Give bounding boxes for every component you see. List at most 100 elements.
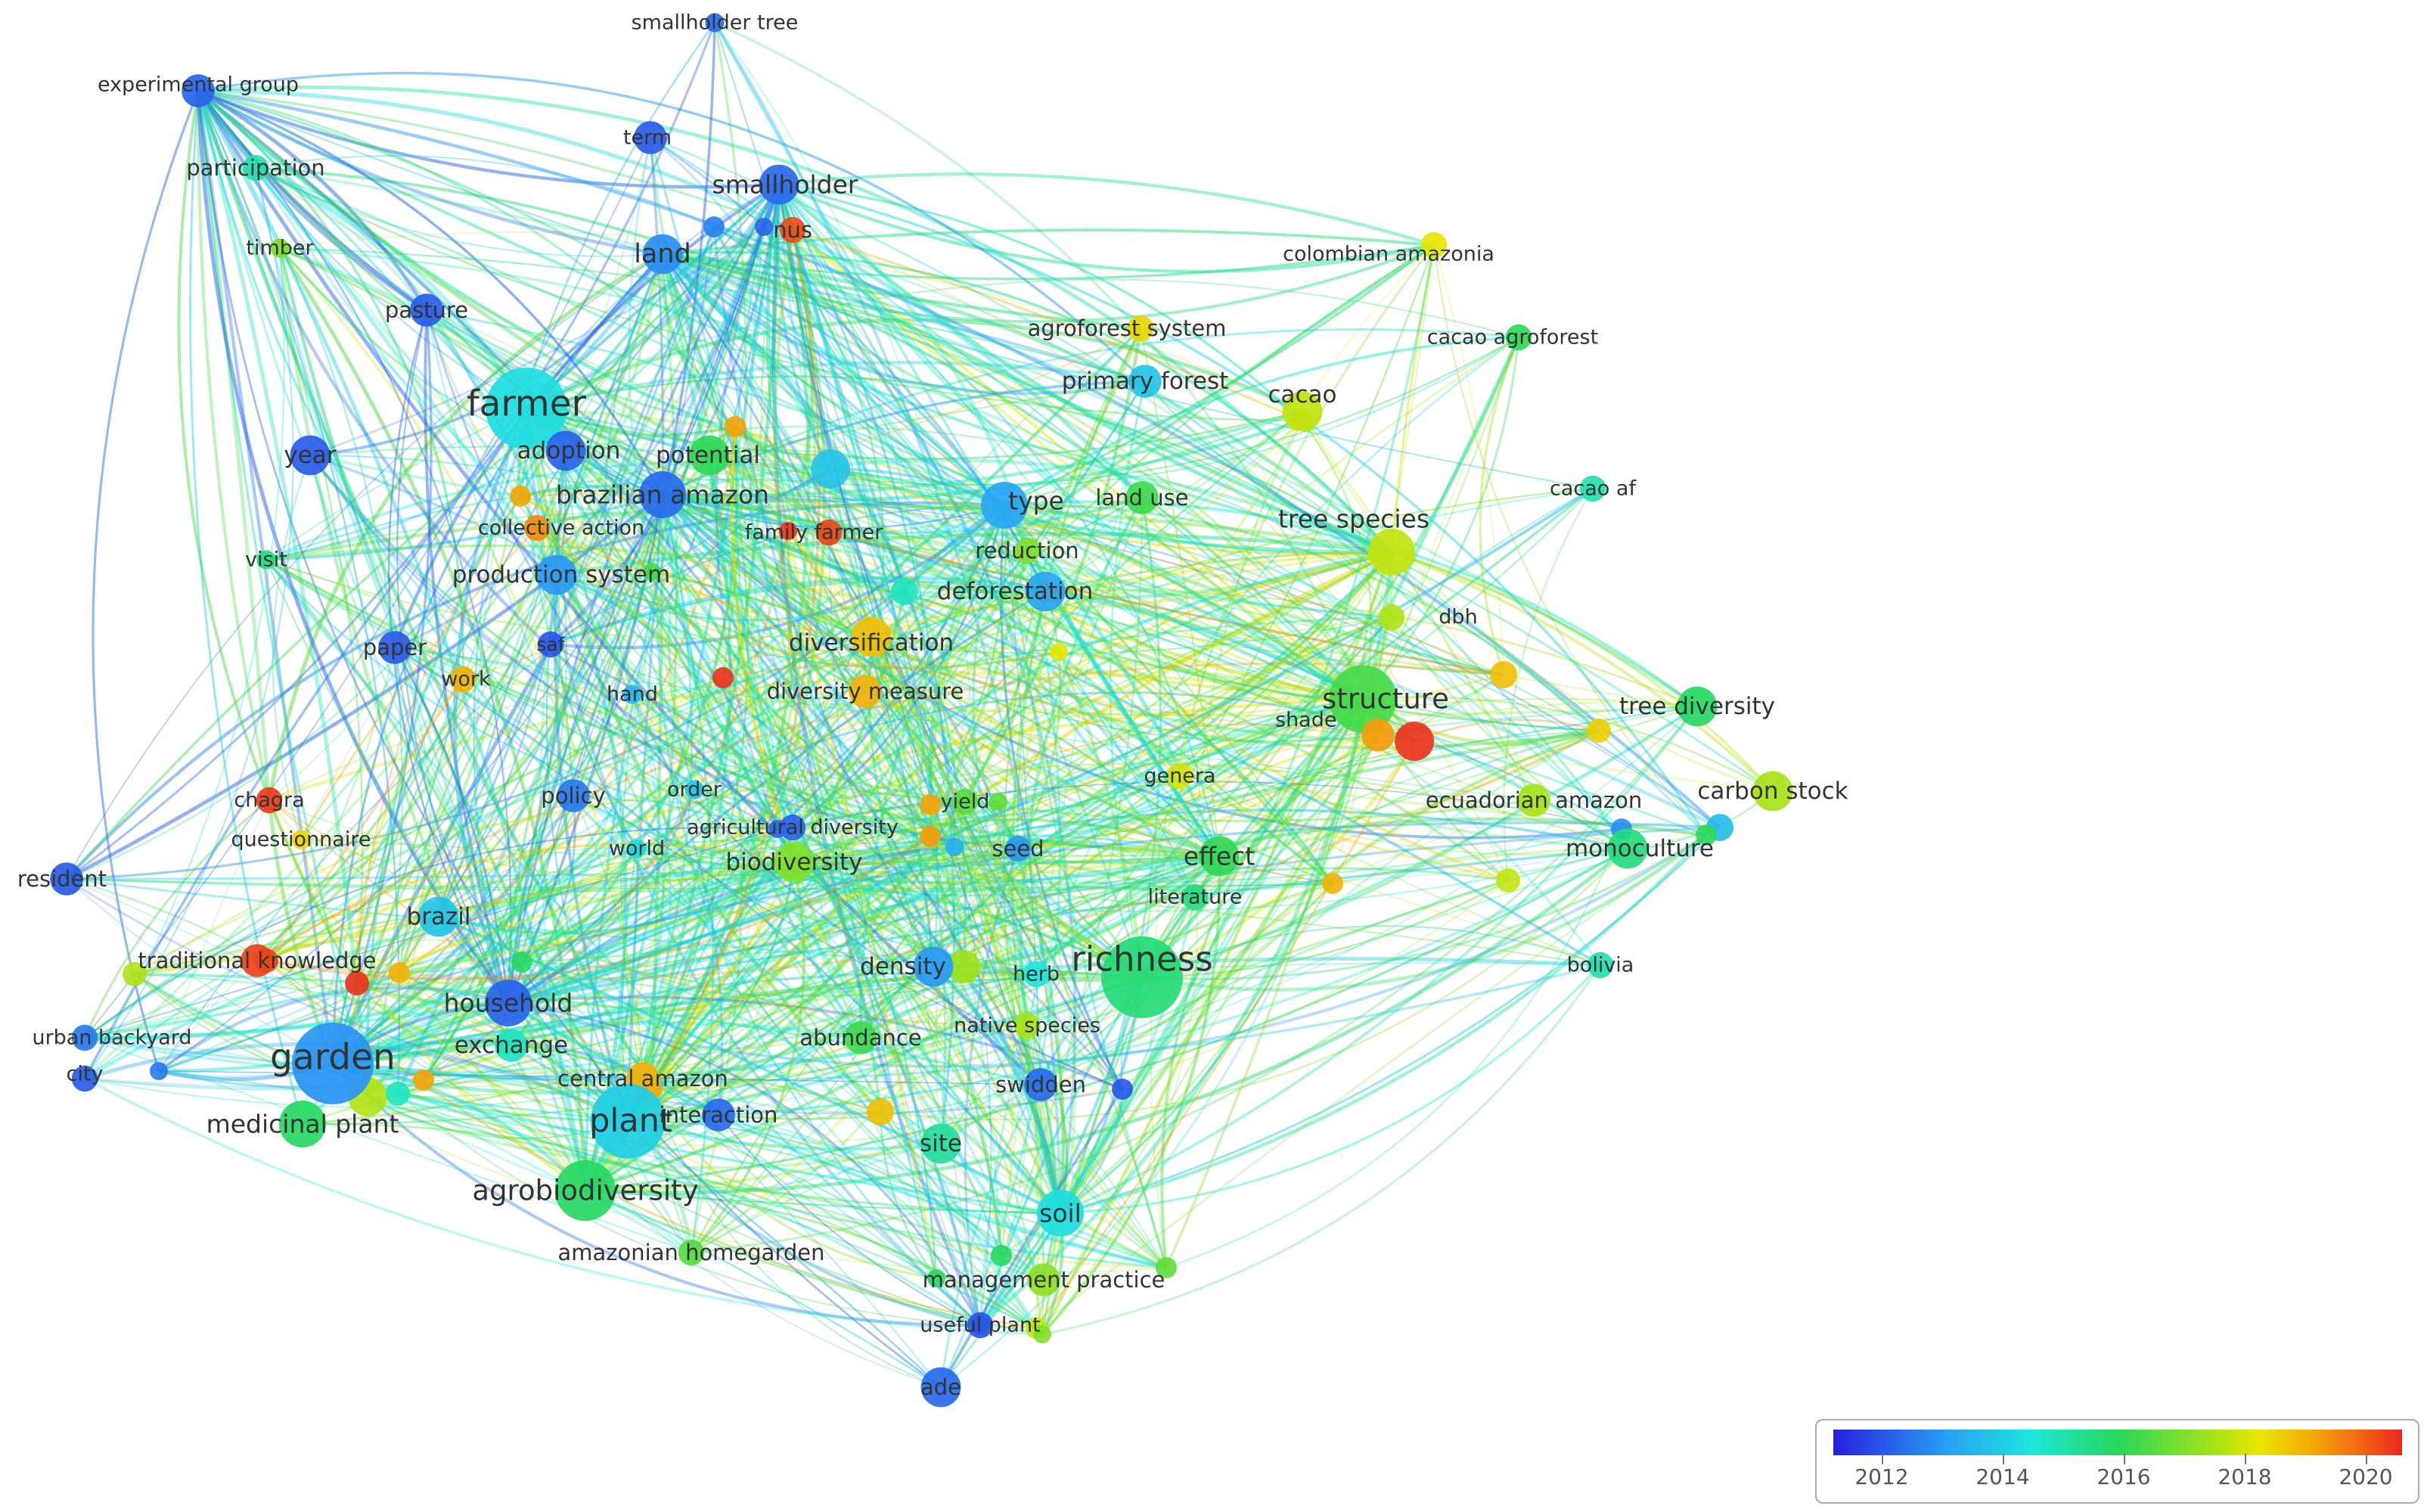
network-edge bbox=[662, 253, 1220, 857]
network-edge bbox=[1060, 826, 1721, 1215]
network-edge bbox=[777, 184, 1333, 884]
network-edge bbox=[627, 867, 1509, 1122]
node-label: useful plant bbox=[920, 1314, 1040, 1337]
network-edge bbox=[397, 846, 955, 1094]
network-edge bbox=[792, 229, 1622, 830]
network-edge bbox=[778, 172, 1435, 247]
network-edge bbox=[564, 450, 796, 863]
node-label: brazil bbox=[407, 903, 471, 930]
network-edge bbox=[197, 88, 663, 256]
network-edge bbox=[1016, 591, 1062, 849]
network-edge bbox=[793, 740, 1415, 864]
network-edge bbox=[585, 487, 1594, 1192]
node-tree-species bbox=[1368, 529, 1415, 576]
network-edge bbox=[397, 497, 1143, 1094]
network-node bbox=[920, 826, 941, 847]
network-edge bbox=[526, 407, 1303, 460]
node-reduction bbox=[1013, 537, 1041, 564]
network-edge bbox=[656, 494, 937, 1279]
node-label: agrobiodiversity bbox=[472, 1175, 698, 1207]
network-edge bbox=[66, 877, 1123, 1115]
node-label: urban backyard bbox=[32, 1026, 191, 1050]
network-edge bbox=[426, 309, 1364, 700]
network-edge bbox=[793, 673, 1504, 864]
network-edge bbox=[309, 454, 1220, 857]
node-work bbox=[449, 666, 476, 693]
network-edge bbox=[66, 877, 1143, 979]
network-edge bbox=[1141, 697, 1365, 979]
network-edge bbox=[265, 558, 588, 1191]
network-edge bbox=[573, 794, 938, 1279]
network-edge bbox=[1059, 896, 1196, 1215]
network-edge bbox=[1041, 964, 1602, 1336]
network-edge bbox=[662, 493, 1600, 732]
network-edge bbox=[507, 826, 1721, 1068]
network-edge bbox=[399, 826, 793, 974]
network-edge bbox=[636, 847, 1220, 885]
network-edge bbox=[332, 697, 1364, 1065]
network-edge bbox=[511, 328, 1142, 1047]
network-edge bbox=[930, 551, 1392, 838]
node-term bbox=[634, 121, 667, 154]
network-node bbox=[1112, 1079, 1133, 1100]
network-edge bbox=[565, 450, 866, 693]
network-edge bbox=[158, 705, 1698, 1073]
network-edge bbox=[549, 643, 795, 864]
network-edge bbox=[864, 487, 1594, 693]
network-edge bbox=[1060, 705, 1699, 1215]
network-edge bbox=[1003, 503, 1504, 677]
network-edge bbox=[585, 846, 956, 1192]
network-edge bbox=[331, 253, 664, 1064]
node-label: type bbox=[1008, 486, 1064, 516]
network-edge bbox=[300, 226, 715, 840]
network-edge bbox=[1004, 244, 1435, 507]
network-edge bbox=[196, 90, 370, 1098]
year-color-bar bbox=[1833, 1430, 2402, 1455]
network-edge bbox=[774, 229, 1062, 1215]
network-edge bbox=[870, 636, 1220, 858]
network-edge bbox=[1060, 834, 1708, 1215]
network-edge bbox=[718, 1113, 1002, 1256]
network-edge bbox=[511, 1044, 881, 1113]
network-edge bbox=[1479, 337, 1520, 675]
network-edge bbox=[300, 419, 1304, 841]
node-label: biodiversity bbox=[726, 849, 863, 876]
network-edge bbox=[871, 411, 1303, 638]
network-edge bbox=[267, 252, 664, 801]
network-edge bbox=[871, 328, 1142, 638]
network-edge bbox=[196, 90, 335, 1064]
network-edge bbox=[196, 90, 272, 801]
network-edge bbox=[762, 225, 1077, 1214]
network-edge bbox=[709, 454, 1504, 676]
network-edge bbox=[84, 137, 651, 1039]
network-edge bbox=[792, 862, 1167, 1269]
network-edge bbox=[197, 89, 1042, 1085]
node-chagra bbox=[256, 787, 283, 814]
legend-tick-label: 2016 bbox=[2097, 1464, 2151, 1489]
node-label: soil bbox=[1039, 1199, 1082, 1228]
network-edge bbox=[255, 167, 663, 257]
network-edge bbox=[399, 828, 778, 974]
network-edge bbox=[66, 877, 267, 962]
network-edge bbox=[197, 89, 664, 495]
network-edge bbox=[331, 1062, 981, 1327]
network-edge bbox=[397, 1093, 1037, 1329]
node-agricultural-diversity bbox=[779, 814, 806, 841]
node-label: tree species bbox=[1278, 505, 1429, 534]
network-node bbox=[725, 416, 746, 437]
network-edge bbox=[507, 995, 1123, 1091]
node-interaction bbox=[702, 1098, 735, 1132]
network-edge bbox=[1026, 1025, 1069, 1214]
network-edge bbox=[691, 706, 1699, 1254]
network-edge bbox=[507, 1001, 1167, 1269]
network-edge bbox=[525, 183, 781, 410]
network-edge bbox=[827, 532, 1143, 979]
network-edge bbox=[1109, 380, 1147, 978]
node-label: nus bbox=[773, 217, 812, 243]
node-plant bbox=[590, 1083, 666, 1159]
network-edge bbox=[713, 225, 1047, 592]
node-label: agroforest system bbox=[1028, 315, 1227, 341]
node-label: term bbox=[623, 126, 672, 150]
network-node bbox=[510, 486, 531, 507]
network-edge bbox=[521, 961, 1037, 998]
